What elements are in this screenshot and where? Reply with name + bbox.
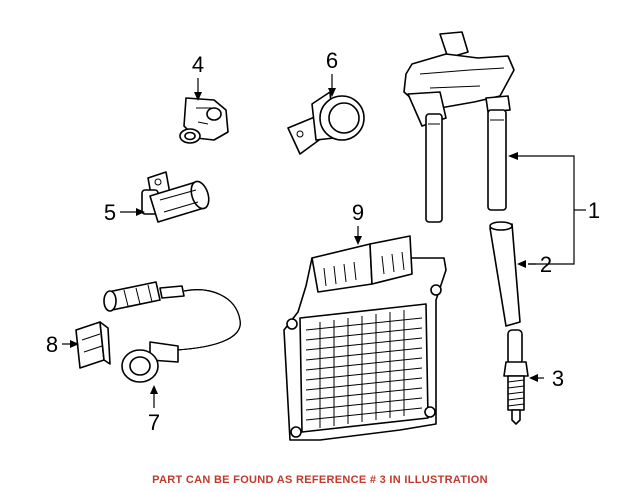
callout-7-label: 7 — [148, 410, 160, 435]
callout-8-label: 8 — [46, 332, 58, 357]
callout-6-label: 6 — [326, 48, 338, 73]
callout-8: 8 — [46, 332, 79, 357]
callout-3: 3 — [529, 366, 564, 391]
callout-2-label: 2 — [540, 252, 552, 277]
callout-1-label: 1 — [588, 198, 600, 223]
callout-7: 7 — [148, 385, 160, 435]
ignition-coil-part — [403, 31, 515, 223]
callout-1: 1 — [508, 152, 600, 265]
connector-part — [75, 321, 111, 369]
callout-5: 5 — [104, 200, 145, 225]
reference-footnote: PART CAN BE FOUND AS REFERENCE # 3 IN IL… — [152, 474, 488, 486]
callout-3-label: 3 — [552, 366, 564, 391]
callout-9: 9 — [352, 200, 364, 245]
callout-2: 2 — [517, 252, 552, 277]
knock-sensor-part — [287, 91, 365, 155]
callout-9-label: 9 — [352, 200, 364, 225]
callout-4: 4 — [192, 52, 204, 101]
coil-boot-part — [489, 221, 521, 327]
knock-sensor-harness-part — [103, 281, 241, 383]
camshaft-sensor-part — [179, 97, 229, 144]
callout-6: 6 — [326, 48, 338, 97]
spark-plug-part — [503, 329, 529, 425]
callout-4-label: 4 — [192, 52, 204, 77]
callout-5-label: 5 — [104, 200, 116, 225]
engine-control-module-part — [283, 235, 447, 441]
heatsink-fins — [305, 310, 423, 428]
crankshaft-sensor-part — [141, 171, 210, 223]
